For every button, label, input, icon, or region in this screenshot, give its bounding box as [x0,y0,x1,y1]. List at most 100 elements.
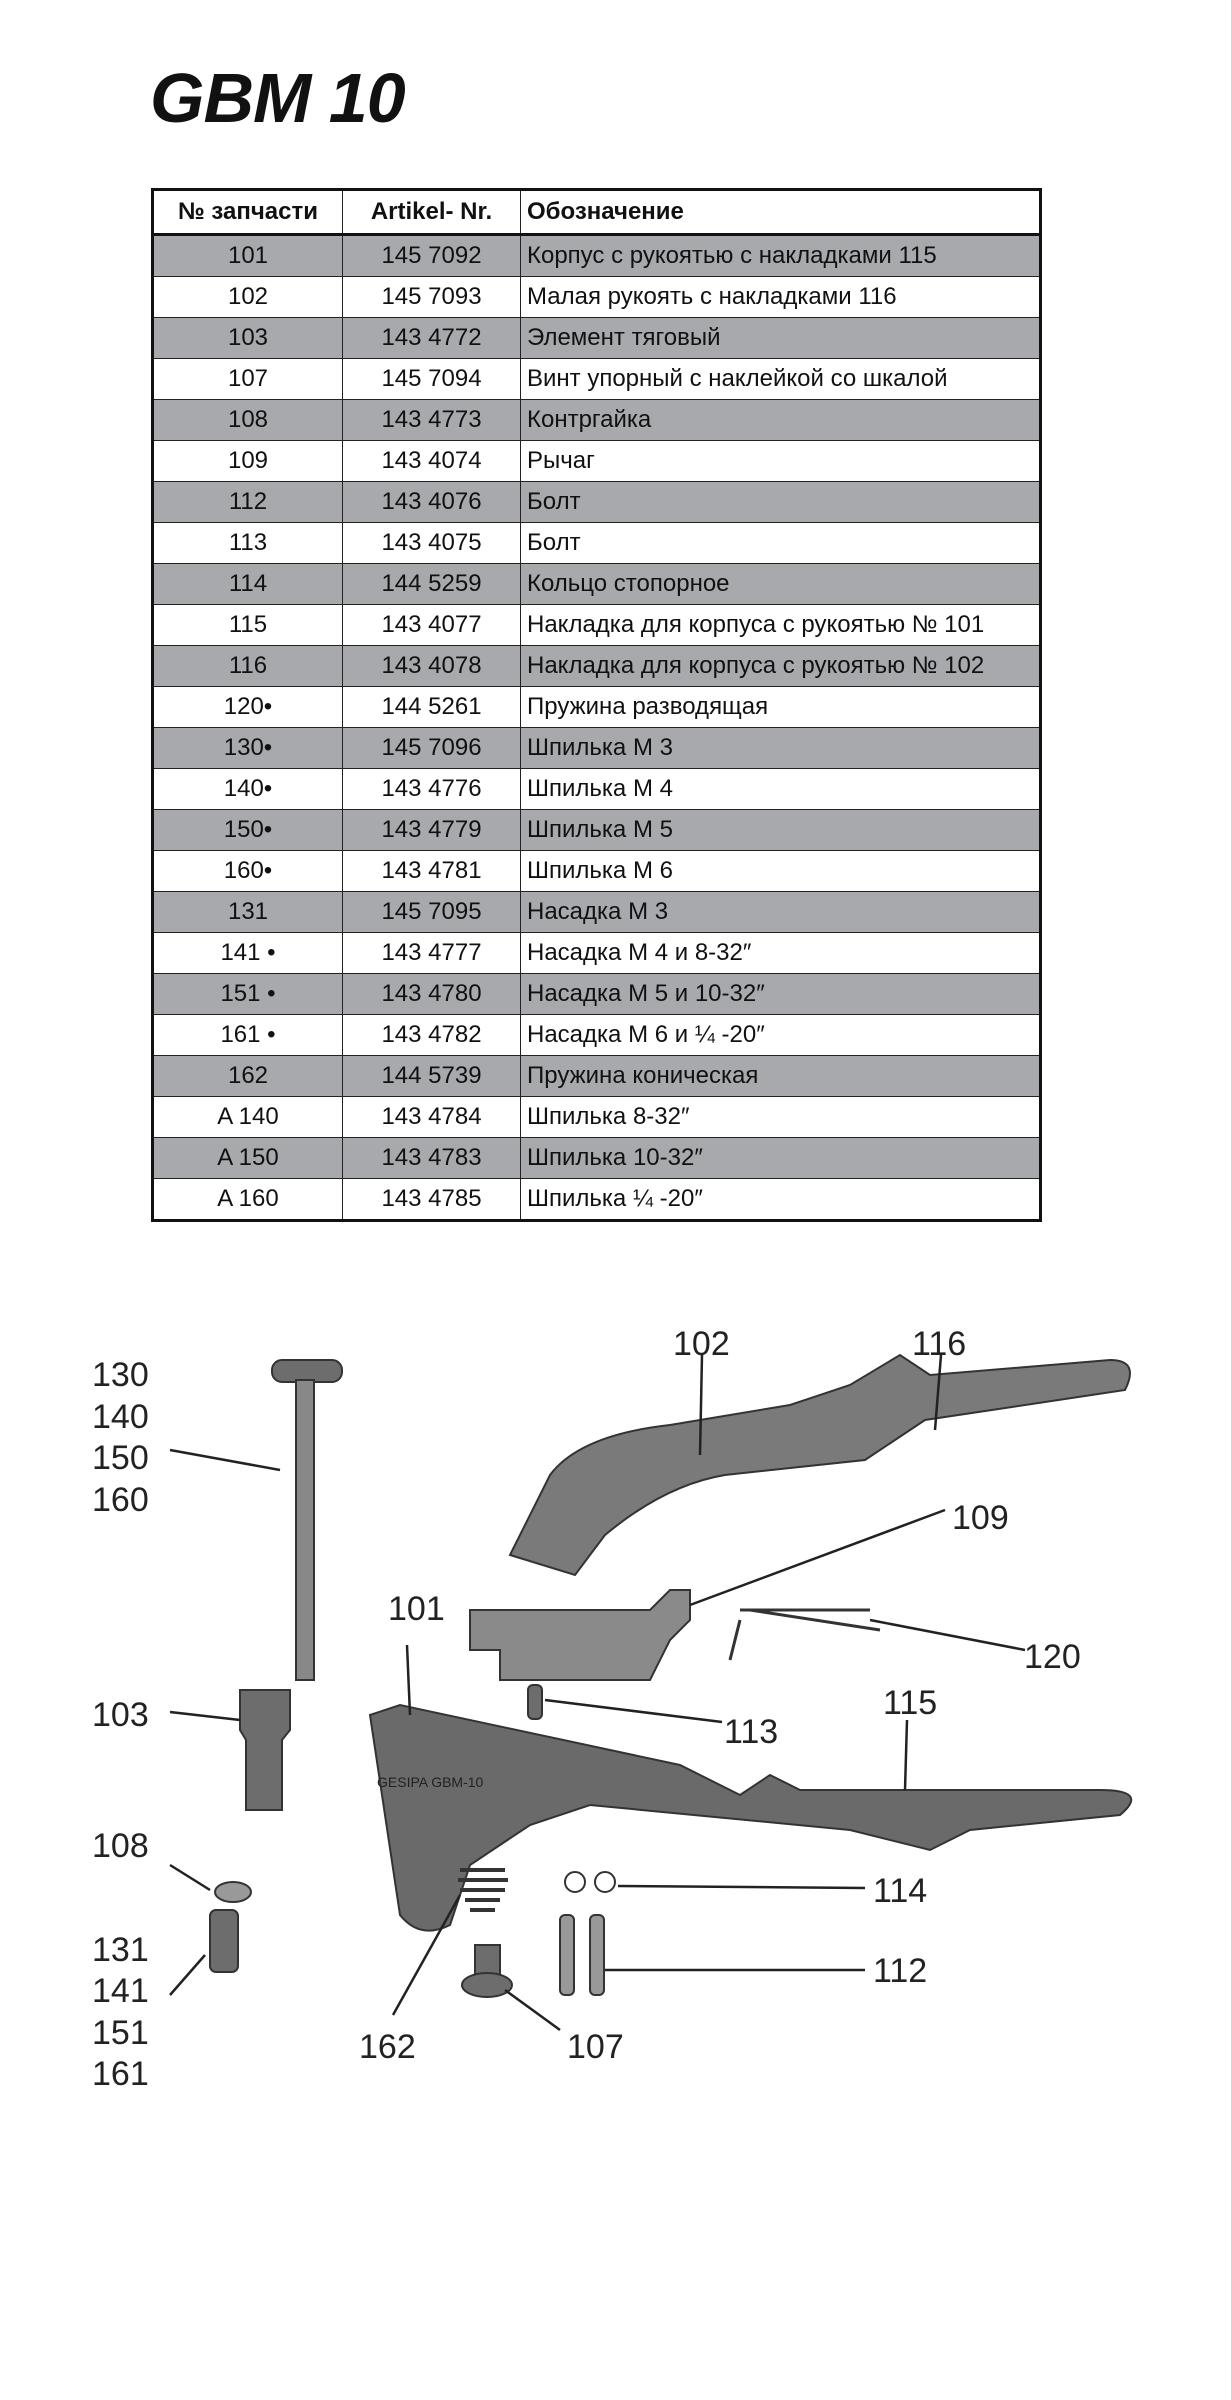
nosepiece-part [209,1909,239,1973]
part-no-cell: A 140 [152,1096,343,1138]
callout-113: 113 [724,1713,778,1751]
brand-marking: GESIPA GBM-10 [377,1774,484,1790]
part-no-cell: 116 [152,645,343,687]
stop-screw-part [461,1944,513,1998]
conical-spring-part [458,1868,508,1912]
part-no-cell: 120• [152,686,343,728]
description-cell: Малая рукоять с накладками 116 [520,276,1041,318]
part-no-cell: A 160 [152,1178,343,1221]
part-no-cell: 107 [152,358,343,400]
article-no-cell: 145 7094 [342,358,521,400]
callout-120: 120 [1024,1638,1081,1676]
article-no-cell: 143 4782 [342,1014,521,1056]
part-no-cell: 114 [152,563,343,605]
stud-part [271,1359,343,1681]
description-cell: Накладка для корпуса с рукоятью № 102 [520,645,1041,687]
lock-nut-part [214,1881,252,1903]
callout-112: 112 [873,1952,927,1990]
article-no-cell: 143 4077 [342,604,521,646]
lever-part [469,1589,691,1681]
part-no-cell: 130• [152,727,343,769]
callout-162: 162 [359,2028,416,2066]
callout-140: 140 [92,1398,149,1436]
article-no-cell: 143 4076 [342,481,521,523]
callout-151: 151 [92,2014,149,2052]
description-cell: Корпус с рукоятью с накладками 115 [520,234,1041,277]
description-cell: Насадка М 4 и 8-32″ [520,932,1041,974]
part-no-cell: 103 [152,317,343,359]
callout-131: 131 [92,1931,149,1969]
pulling-element-part [239,1689,291,1811]
callout-141: 141 [92,1972,149,2010]
description-cell: Шпилька М 3 [520,727,1041,769]
description-cell: Кольцо стопорное [520,563,1041,605]
callout-114: 114 [873,1872,927,1910]
part-no-cell: 151 • [152,973,343,1015]
callout-102: 102 [673,1325,730,1363]
bolt-113-part [527,1684,543,1720]
callout-150: 150 [92,1439,149,1477]
article-no-cell: 143 4779 [342,809,521,851]
part-no-cell: 150• [152,809,343,851]
article-no-cell: 143 4078 [342,645,521,687]
description-cell: Шпилька М 6 [520,850,1041,892]
description-cell: Пружина разводящая [520,686,1041,728]
part-no-cell: 101 [152,234,343,277]
part-no-cell: 108 [152,399,343,441]
part-no-cell: A 150 [152,1137,343,1179]
description-cell: Насадка М 6 и ¼ -20″ [520,1014,1041,1056]
description-cell: Болт [520,522,1041,564]
part-no-cell: 160• [152,850,343,892]
part-no-cell: 102 [152,276,343,318]
description-cell: Насадка М 3 [520,891,1041,933]
bolt-112-part [559,1914,575,1996]
article-no-cell: 143 4780 [342,973,521,1015]
article-no-cell: 145 7096 [342,727,521,769]
part-no-cell: 115 [152,604,343,646]
part-no-cell: 113 [152,522,343,564]
callout-101: 101 [388,1590,445,1628]
spreading-spring-part [728,1608,881,1661]
part-no-cell: 161 • [152,1014,343,1056]
description-cell: Контргайка [520,399,1041,441]
article-no-cell: 144 5261 [342,686,521,728]
header-part-no: № запчасти [152,189,343,236]
leader-lines [169,1354,1026,2032]
small-handle-part [508,1353,1131,1577]
article-no-cell: 143 4776 [342,768,521,810]
description-cell: Элемент тяговый [520,317,1041,359]
description-cell: Винт упорный с наклейкой со шкалой [520,358,1041,400]
article-no-cell: 143 4783 [342,1137,521,1179]
article-no-cell: 143 4075 [342,522,521,564]
description-cell: Пружина коническая [520,1055,1041,1097]
callout-161: 161 [92,2055,149,2093]
article-no-cell: 143 4784 [342,1096,521,1138]
page-title: GBM 10 [150,59,406,137]
article-no-cell: 145 7093 [342,276,521,318]
article-no-cell: 143 4773 [342,399,521,441]
part-no-cell: 140• [152,768,343,810]
article-no-cell: 143 4781 [342,850,521,892]
part-no-cell: 112 [152,481,343,523]
article-no-cell: 145 7095 [342,891,521,933]
article-no-cell: 143 4772 [342,317,521,359]
article-no-cell: 143 4785 [342,1178,521,1221]
callout-108: 108 [92,1827,149,1865]
header-article-no: Artikel- Nr. [342,189,521,236]
callout-116: 116 [912,1325,966,1363]
table-header: № запчасти Artikel- Nr. Обозначение [152,189,1041,236]
